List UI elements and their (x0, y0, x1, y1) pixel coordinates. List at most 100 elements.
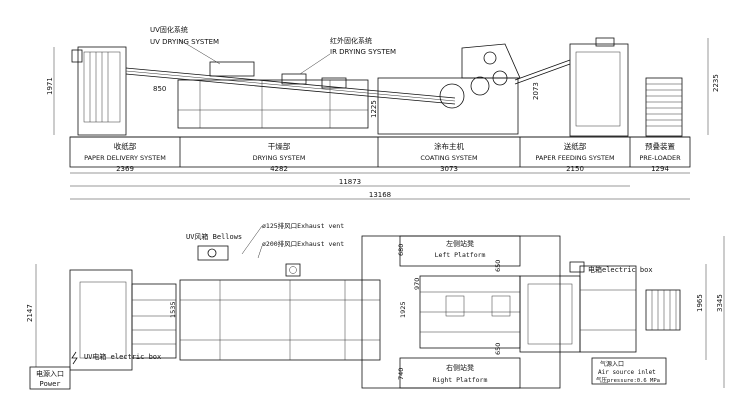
feeder-conveyor-lower (514, 63, 571, 85)
feeder-conveyor (514, 59, 571, 81)
pre-loader-top-stack (651, 290, 677, 330)
electric-box-label: 电箱electric box (588, 265, 653, 274)
uv-callout-en: UV DRYING SYSTEM (150, 38, 219, 46)
dim-1535: 1535 (169, 301, 177, 318)
section-delivery-en: PAPER DELIVERY SYSTEM (84, 154, 166, 162)
conveyor-top (125, 67, 456, 99)
section-delivery-cn: 收纸部 (114, 141, 137, 151)
ir-callout-cn: 红外固化系统 (330, 36, 372, 45)
dim-2150: 2150 (566, 165, 584, 173)
vent-200-label: ø200排风口Exhaust vent (262, 239, 344, 248)
power-en: Power (39, 380, 60, 388)
coater-roller-2 (470, 76, 490, 96)
side-view: UV固化系统 UV DRYING SYSTEM 红外固化系统 IR DRYING… (46, 25, 720, 200)
dim-850: 850 (153, 85, 166, 93)
delivery-top-inner (79, 281, 127, 359)
delivery-top-box (71, 49, 83, 63)
power-box (29, 366, 71, 390)
uv-bellows-box (197, 245, 229, 261)
pre-loader (645, 77, 683, 137)
vent-200-leader (257, 245, 263, 259)
delivery-conveyor-top (131, 283, 177, 359)
feeder-top (595, 37, 615, 47)
right-platform-en: Right Platform (433, 376, 488, 384)
vent-125-leader (241, 225, 263, 255)
section-table (69, 136, 691, 168)
feeder-unit (569, 43, 629, 137)
dim-13168: 13168 (369, 191, 391, 199)
air-pressure: 气压pressure:0.6 MPa (596, 376, 660, 384)
feeder-body-top (579, 265, 637, 353)
right-platform (399, 357, 521, 389)
coater-roller-1 (439, 83, 465, 109)
left-platform (399, 235, 521, 267)
dim-1971: 1971 (46, 77, 54, 95)
left-platform-en: Left Platform (435, 251, 486, 259)
ir-leader (299, 53, 331, 75)
uv-callout-cn: UV固化系统 (150, 25, 188, 34)
dim-740: 740 (397, 368, 405, 380)
section-drying-en: DRYING SYSTEM (253, 154, 306, 162)
dryer-frame (177, 79, 369, 129)
dim-1965: 1965 (696, 294, 704, 312)
pre-loader-top (645, 289, 681, 331)
air-source-cn: 气源入口 (600, 360, 624, 368)
air-source-en: Air source inlet (598, 369, 656, 376)
lightning-icon (71, 351, 78, 365)
section-preloader-en: PRE-LOADER (639, 154, 681, 162)
dim-680: 680 (397, 244, 405, 256)
conveyor-bottom (125, 73, 456, 105)
left-platform-cn: 左侧站凳 (446, 239, 474, 248)
feeder-inner (575, 51, 621, 127)
feeder-top-inner (527, 283, 573, 345)
section-coating-en: COATING SYSTEM (420, 154, 477, 162)
dim-3073: 3073 (440, 165, 458, 173)
dim-2369: 2369 (116, 165, 134, 173)
dim-1225: 1225 (370, 100, 378, 118)
delivery-unit-frame (77, 46, 127, 136)
coater-roller-4 (483, 51, 497, 65)
section-coating-cn: 涂布主机 (434, 141, 464, 151)
dim-3345: 3345 (716, 294, 724, 312)
conveyor-mid (125, 70, 456, 102)
dim-2235: 2235 (712, 74, 720, 92)
power-cn: 电源入口 (36, 369, 64, 378)
top-view: 2147 1535 UV风箱 Bellows ø125排风口Exhaust ve… (26, 221, 725, 390)
vent-fan-icon (289, 266, 297, 274)
dim-1925: 1925 (399, 301, 407, 318)
coater-roller-3 (492, 70, 508, 86)
coater-gear-box (491, 295, 511, 317)
section-drying-cn: 干燥部 (268, 141, 291, 151)
section-preloader-cn: 预叠装置 (645, 141, 675, 151)
dim-4282: 4282 (270, 165, 288, 173)
ir-lamp-box-2 (321, 77, 347, 89)
dryer-top (179, 279, 381, 361)
dim-11873: 11873 (339, 178, 361, 186)
uv-electric-box-label: UV电箱 electric box (84, 352, 161, 361)
uv-leader (179, 39, 221, 65)
right-platform-cn: 右侧站凳 (446, 363, 474, 372)
coater-gear-box (445, 295, 465, 317)
dim-2147: 2147 (26, 304, 34, 322)
vent-125-label: ø125排风口Exhaust vent (262, 221, 344, 230)
air-source-box (591, 357, 667, 385)
vent-200-box (285, 263, 301, 277)
coater-head (461, 43, 521, 79)
ir-lamp-box-1 (281, 73, 307, 85)
ir-callout-en: IR DRYING SYSTEM (330, 48, 396, 56)
section-feeding-cn: 送纸部 (564, 141, 587, 151)
electric-box-marker (569, 261, 585, 273)
section-feeding-en: PAPER FEEDING SYSTEM (535, 154, 614, 162)
dim-2073: 2073 (532, 82, 540, 100)
dim-970: 970 (413, 278, 421, 290)
dim-650-a: 650 (494, 260, 502, 272)
uv-bellows-label: UV风箱 Bellows (186, 232, 242, 241)
feeder-top (519, 275, 581, 353)
coater-base (377, 77, 519, 135)
uv-bellows-fan (207, 248, 217, 258)
dim-1294: 1294 (651, 165, 669, 173)
dim-650-b: 650 (494, 343, 502, 355)
uv-lamp-box (209, 61, 255, 77)
